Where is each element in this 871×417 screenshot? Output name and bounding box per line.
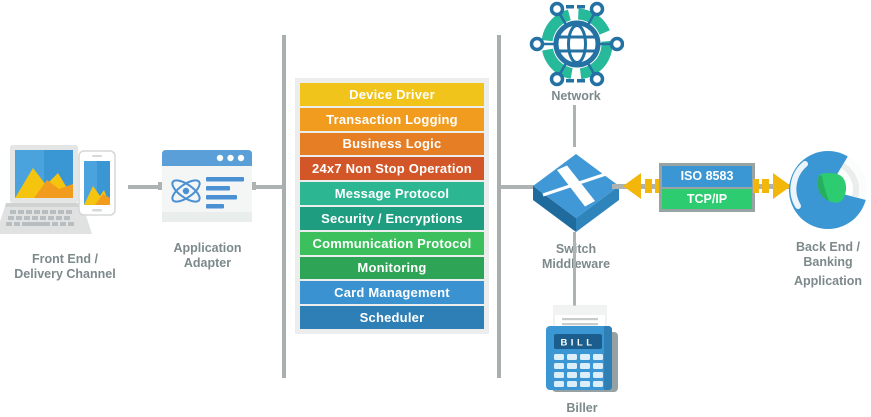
stack-item: Transaction Logging [300,107,484,131]
arrow-left-icon [623,173,661,199]
host-core-icon [789,151,868,229]
connector-switch-biller [573,232,576,308]
globe-grid [559,24,595,64]
stack-item: 24x7 Non Stop Operation [300,157,484,181]
connector-network-switch [573,105,576,147]
green-core [817,173,847,203]
connector-devices-adapter [128,185,162,189]
network-nodes [529,1,624,87]
atom-icon [171,179,201,203]
front-end-label: Front End / Delivery Channel [14,252,116,281]
network-dashes [566,5,585,83]
bill-machine-icon: BILL [546,305,618,392]
biller-label: Biller [566,401,598,415]
stack-item: Security / Encryptions [300,206,484,230]
host-label: Back End / Banking Application [793,240,863,288]
adapter-label: Application Adapter [173,241,242,270]
protocol-badges: ISO 8583 TCP/IP [659,163,755,212]
stack-item: Card Management [300,281,484,305]
stack-item: Device Driver [300,83,484,106]
smartphone-icon [78,150,116,216]
text-lines [206,177,244,209]
divider-right [497,35,501,378]
stack-item: Business Logic [300,132,484,156]
arrow-right-icon [753,173,791,199]
stack-item: Monitoring [300,256,484,280]
application-adapter-icon [158,150,256,222]
connector-adapter-divider [252,185,285,189]
keyboard-keys [6,210,74,226]
bill-display-text: BILL [560,338,595,349]
window-dots-icon [216,154,245,162]
network-label: Network [551,89,601,103]
stack-item: Communication Protocol [300,231,484,255]
stack-item: Scheduler [300,306,484,329]
connector-divider-switch [501,185,541,189]
switch-x-mark [542,165,610,207]
iso8583-badge: ISO 8583 [662,166,752,187]
keypad-keys [554,354,603,387]
tcpip-badge: TCP/IP [662,188,752,209]
switch-icon [533,154,619,232]
switch-label: Switch Middleware [528,242,624,272]
front-end-devices-icon [0,145,116,234]
network-icon [529,1,624,87]
stack-item: Message Protocol [300,182,484,205]
divider-left [282,35,286,378]
feature-stack: Device Driver Transaction Logging Busine… [295,78,489,334]
